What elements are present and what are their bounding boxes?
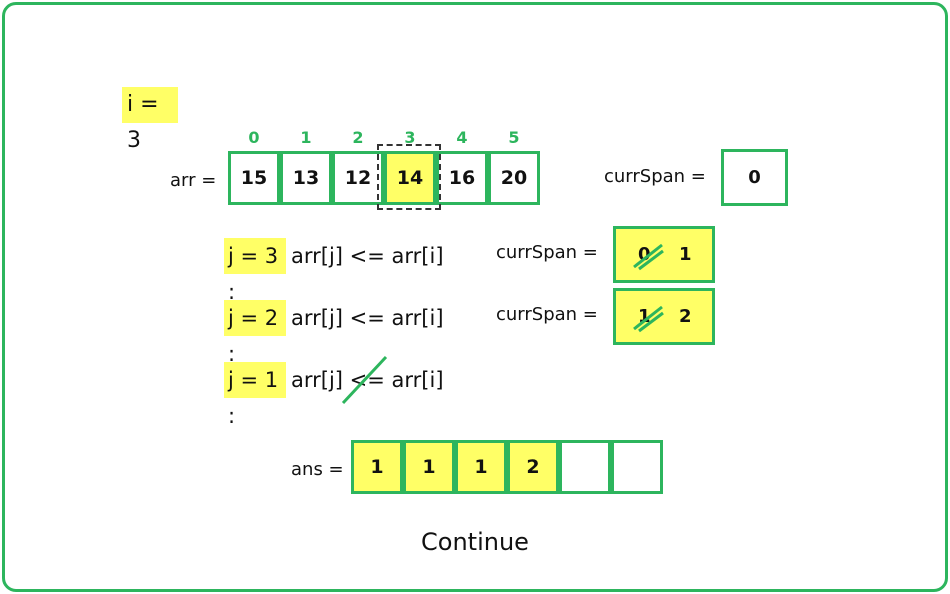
arr-cell-1: 13: [280, 151, 332, 205]
ans-cell-1: 1: [403, 440, 455, 494]
current-index-marker: [377, 144, 441, 210]
index-0: 0: [248, 128, 260, 147]
ans-cell-3: 2: [507, 440, 559, 494]
condition-j1: arr[j] <= arr[i]: [291, 368, 444, 392]
ans-cell-0: 1: [351, 440, 403, 494]
arr-cell-0: 15: [228, 151, 280, 205]
condition-j2: arr[j] <= arr[i]: [291, 306, 444, 330]
j-label-2: j = 2 :: [224, 300, 286, 366]
index-2: 2: [352, 128, 364, 147]
index-3: 3: [404, 128, 416, 147]
curr-span-initial-box: 0: [721, 149, 788, 206]
continue-button[interactable]: Continue: [421, 528, 529, 556]
curr-span-label-j2: currSpan =: [496, 304, 598, 325]
j-label-1: j = 1 :: [224, 362, 286, 428]
condition-strike-mark: [341, 355, 388, 405]
arr-label: arr =: [170, 170, 217, 191]
curr-span-label: currSpan =: [604, 166, 706, 187]
new-span-value: 1: [679, 244, 692, 265]
arr-cell-3: 14: [384, 151, 436, 205]
j-label-3: j = 3 :: [224, 238, 286, 304]
index-5: 5: [508, 128, 520, 147]
ans-cell-2: 1: [455, 440, 507, 494]
ans-label: ans =: [291, 459, 344, 480]
curr-span-box-j2: 1 2: [613, 288, 715, 345]
condition-j3: arr[j] <= arr[i]: [291, 244, 444, 268]
ans-cell-4: [559, 440, 611, 494]
index-1: 1: [300, 128, 312, 147]
curr-span-label-j3: currSpan =: [496, 242, 598, 263]
arr-cell-2: 12: [332, 151, 384, 205]
arr-cell-4: 16: [436, 151, 488, 205]
i-label: i = 3: [122, 87, 178, 153]
new-span-value: 2: [679, 306, 692, 327]
strike-mark: [633, 305, 664, 333]
arr-cell-5: 20: [488, 151, 540, 205]
curr-span-box-j3: 0 1: [613, 226, 715, 283]
ans-cell-5: [611, 440, 663, 494]
index-4: 4: [456, 128, 468, 147]
strike-mark: [633, 243, 664, 271]
